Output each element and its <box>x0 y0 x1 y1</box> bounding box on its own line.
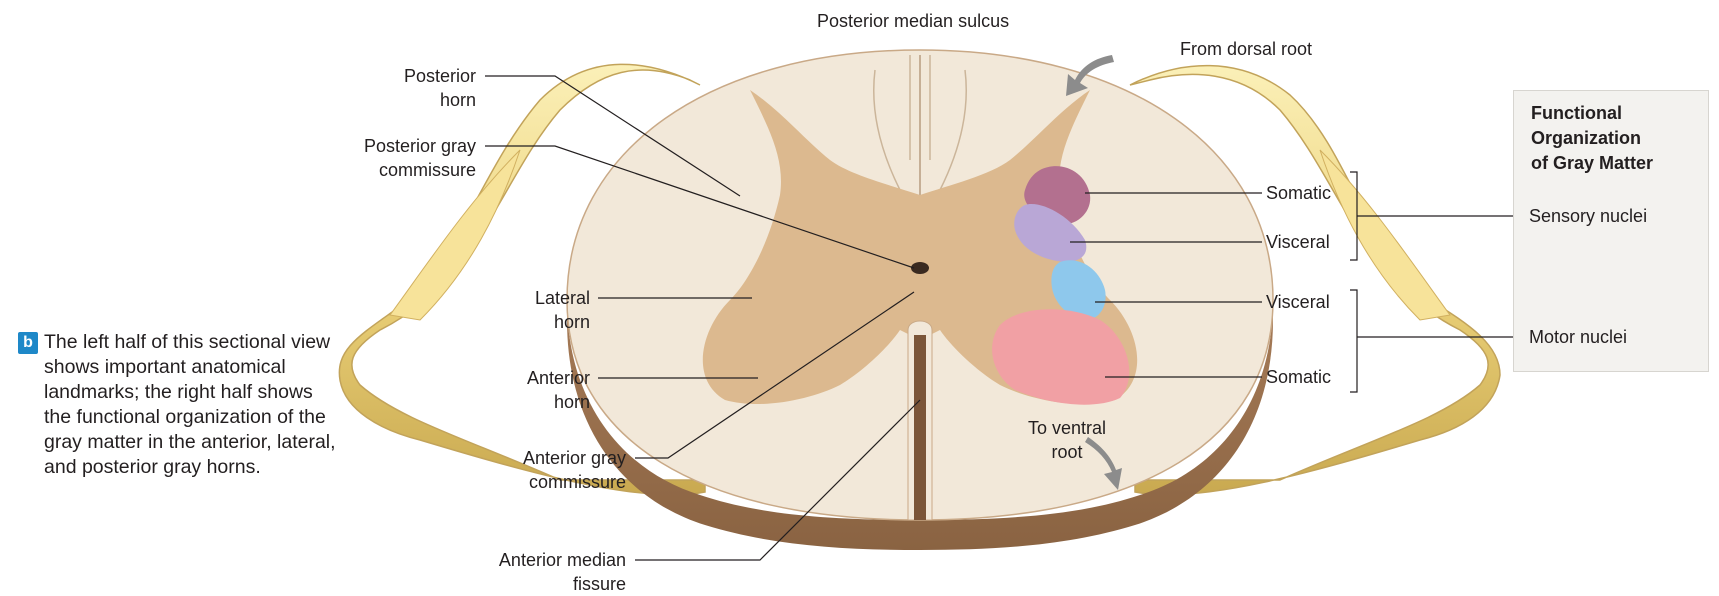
label-lateral-horn: Lateral horn <box>496 286 590 334</box>
right-dorsal-ganglion <box>1320 150 1450 320</box>
caption-text: The left half of this sectional view sho… <box>44 330 338 480</box>
label-visceral-sensory: Visceral <box>1266 230 1330 254</box>
label-posterior-median-sulcus: Posterior median sulcus <box>817 9 1009 33</box>
motor-bracket <box>1350 290 1357 392</box>
label-somatic-motor: Somatic <box>1266 365 1331 389</box>
label-sensory-nuclei: Sensory nuclei <box>1529 204 1647 228</box>
panel-title: Functional Organization of Gray Matter <box>1531 101 1691 176</box>
label-somatic-sensory: Somatic <box>1266 181 1331 205</box>
label-posterior-gray-commissure: Posterior gray commissure <box>326 134 476 182</box>
label-to-ventral-root: To ventral root <box>1012 416 1122 464</box>
label-anterior-median-fissure: Anterior median fissure <box>456 548 626 596</box>
caption-badge: b <box>18 332 38 354</box>
label-posterior-horn: Posterior horn <box>372 64 476 112</box>
label-visceral-motor: Visceral <box>1266 290 1330 314</box>
label-anterior-horn: Anterior horn <box>496 366 590 414</box>
label-anterior-gray-commissure: Anterior gray commissure <box>476 446 626 494</box>
label-from-dorsal-root: From dorsal root <box>1180 37 1312 61</box>
figure-caption: b The left half of this sectional view s… <box>18 330 338 480</box>
label-motor-nuclei: Motor nuclei <box>1529 325 1627 349</box>
